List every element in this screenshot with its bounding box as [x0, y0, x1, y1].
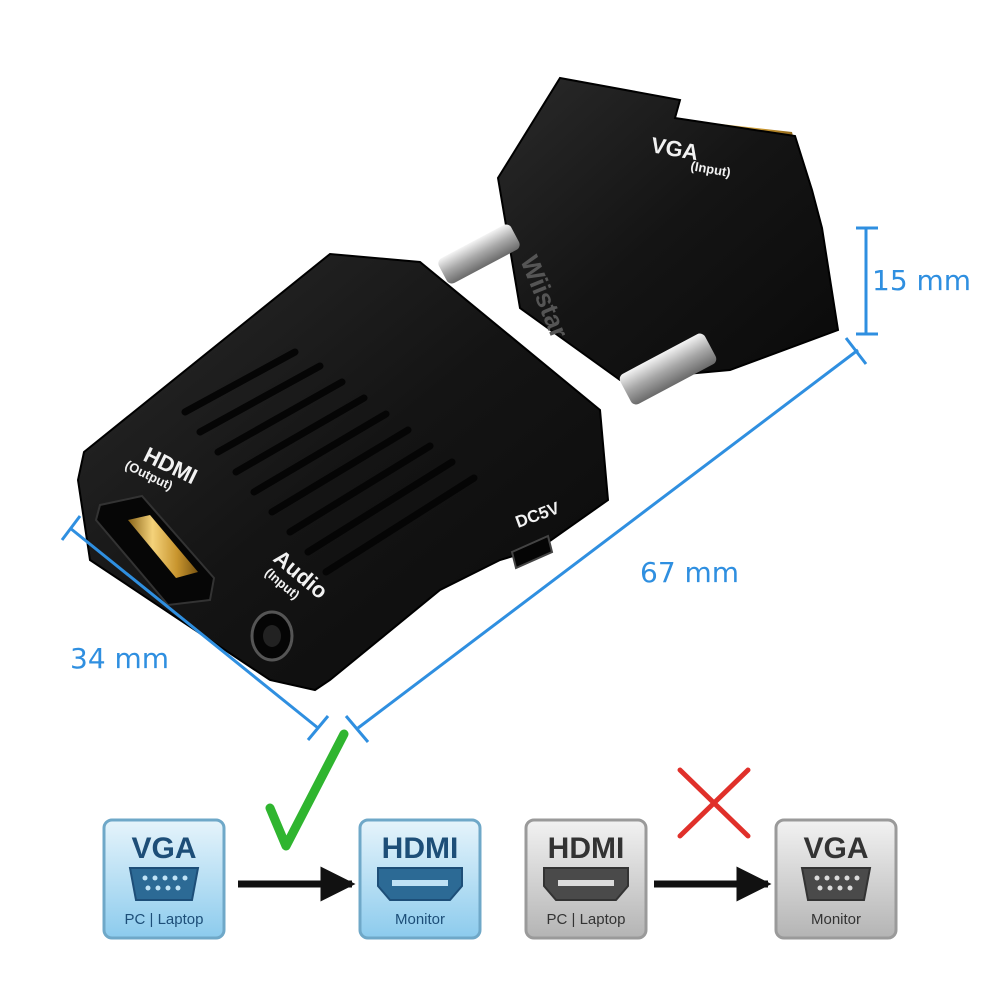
length-dimension-label: 67 mm [640, 556, 739, 589]
target-box-unsupported: VGA Monitor [774, 818, 898, 940]
thumb-screw-upper [438, 224, 520, 284]
source-box-unsupported-title: HDMI [548, 832, 625, 865]
target-box-supported-title: HDMI [382, 832, 459, 865]
hdmi-port-icon [377, 867, 463, 901]
target-box-unsupported-title: VGA [803, 832, 868, 865]
cross-icon [677, 767, 751, 839]
dimension-lines [60, 226, 878, 743]
vent-slots [181, 348, 478, 576]
hdmi-port-icon [543, 867, 629, 901]
check-icon [265, 729, 349, 851]
height-dimension-label: 15 mm [872, 264, 971, 297]
width-dimension-label: 34 mm [70, 642, 169, 675]
vga-port-role: (Input) [689, 158, 731, 180]
source-box-supported-subtitle: PC | Laptop [125, 911, 204, 928]
audio-jack [250, 610, 294, 662]
source-box-unsupported-subtitle: PC | Laptop [547, 911, 626, 928]
vga-port-icon [128, 867, 200, 901]
source-box-supported-title: VGA [131, 832, 196, 865]
vga-hood [496, 76, 840, 382]
vga-port-icon [800, 867, 872, 901]
dc-power-port [510, 534, 554, 570]
source-box-supported: VGA PC | Laptop [102, 818, 226, 940]
source-box-unsupported: HDMI PC | Laptop [524, 818, 648, 940]
target-box-supported: HDMI Monitor [358, 818, 482, 940]
target-box-unsupported-subtitle: Monitor [811, 911, 861, 928]
target-box-supported-subtitle: Monitor [395, 911, 445, 928]
hdmi-port [94, 494, 216, 607]
adapter: VGA (Input) Wiistar HDMI (Output) Audio … [76, 76, 840, 692]
thumb-screw-lower [619, 333, 717, 405]
